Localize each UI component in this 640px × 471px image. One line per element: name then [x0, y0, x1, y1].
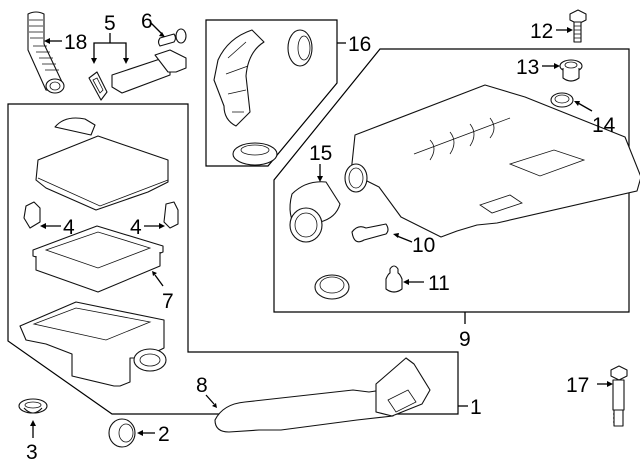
clip-left-part — [23, 201, 41, 229]
callout-11: 11 — [428, 272, 450, 295]
callout-4-left: 4 — [63, 216, 75, 239]
outlet-duct-assembly-part — [213, 29, 313, 166]
callout-16: 15 — [309, 142, 332, 165]
clamp-part — [314, 274, 350, 300]
group-box-1 — [7, 103, 459, 415]
callout-4-right: 4 — [130, 216, 142, 239]
callout-12: 12 — [530, 20, 553, 43]
callout-15: 17 — [566, 374, 589, 397]
callout-8: 8 — [196, 374, 208, 397]
group-box-9 — [273, 48, 630, 313]
hose-part — [351, 223, 389, 243]
callout-14: 14 — [592, 114, 616, 137]
bumper-part — [385, 265, 403, 293]
callout-17: 16 — [348, 33, 371, 56]
grommet-13-part — [559, 59, 583, 82]
callout-2: 2 — [158, 423, 170, 446]
clip-right-part — [163, 201, 179, 229]
callout-9: 9 — [459, 328, 471, 351]
callout-3: 3 — [26, 441, 38, 464]
grommet-14-part — [550, 92, 574, 108]
callout-5: 7 — [162, 290, 174, 313]
inlet-duct-part — [214, 357, 431, 433]
screw-part — [157, 28, 187, 47]
callout-13: 13 — [516, 56, 539, 79]
callout-6: 5 — [104, 12, 116, 35]
callout-7: 6 — [141, 10, 153, 33]
maf-sensor-part — [88, 49, 187, 101]
grommet-2-part — [108, 418, 136, 448]
air-cleaner-housing-part — [19, 301, 167, 387]
grommet-3-part — [18, 398, 48, 414]
group-box-17 — [205, 19, 338, 167]
outlet-duct-part — [289, 181, 341, 243]
stud-part — [610, 365, 628, 427]
callout-1: 1 — [470, 396, 482, 419]
engine-cover-part — [344, 84, 640, 238]
air-cleaner-lid-part — [35, 117, 169, 211]
callout-10: 10 — [412, 234, 435, 257]
air-filter-part — [32, 225, 164, 293]
callout-18: 18 — [64, 31, 87, 54]
vent-hose-part — [27, 11, 65, 94]
leader-arrows — [30, 21, 613, 438]
bolt-part — [569, 9, 587, 43]
